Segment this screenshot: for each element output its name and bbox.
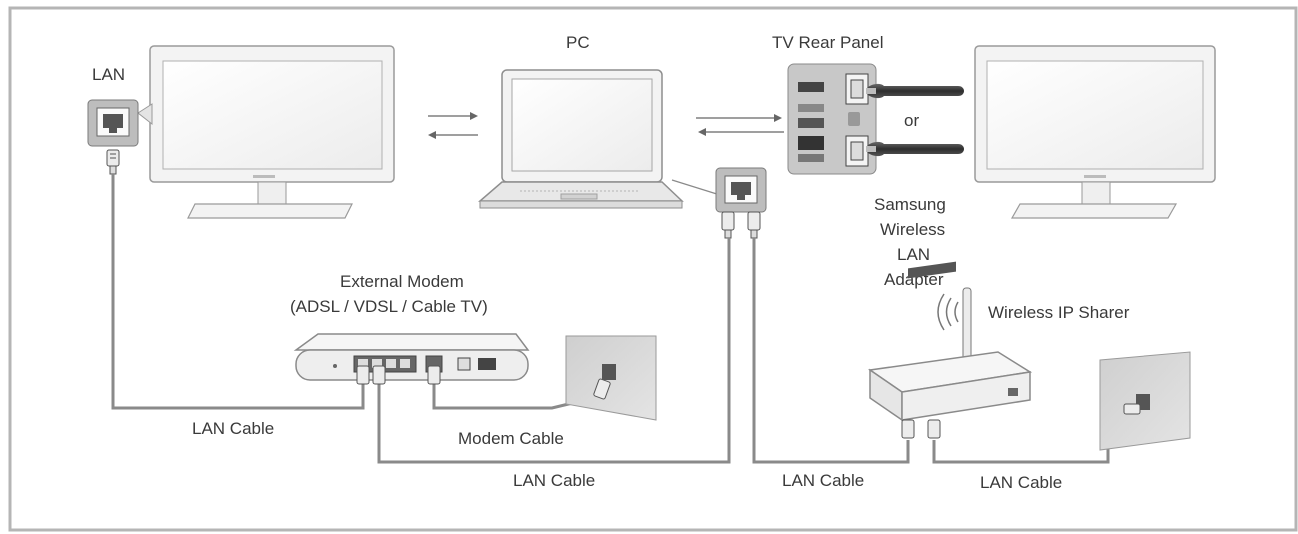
wall-jack-icon [565, 335, 657, 421]
pc-lan-port-icon [715, 167, 767, 213]
usb-dongle-icon [866, 83, 964, 99]
wireless-signal-icon [937, 293, 959, 331]
label-lan-cable-right2: LAN Cable [980, 473, 1062, 492]
router-plugs [901, 419, 941, 439]
cable-modem-pc [377, 238, 731, 464]
modem-plugs [356, 365, 441, 385]
wireless-router-icon [867, 261, 1033, 422]
label-modem-line1: External Modem [340, 272, 464, 291]
cable-router-wall [932, 404, 1125, 464]
lan-plug-icon [106, 149, 120, 175]
label-modem-cable: Modem Cable [458, 429, 564, 448]
wall-jack-icon-2 [1099, 351, 1191, 451]
label-lan-cable-center: LAN Cable [513, 471, 595, 490]
label-lan-cable-left: LAN Cable [192, 419, 274, 438]
arrows-tv-pc [428, 112, 478, 139]
tv-left: LAN [87, 45, 395, 219]
label-wireless-ip-sharer: Wireless IP Sharer [988, 303, 1130, 322]
label-tv-rear-panel: TV Rear Panel [772, 33, 884, 52]
modem-icon [293, 333, 530, 381]
label-pc: PC [566, 33, 590, 52]
label-lan-cable-right1: LAN Cable [782, 471, 864, 490]
label-lan: LAN [92, 65, 125, 84]
cable-tv-modem [111, 174, 365, 410]
lan-port-icon [87, 99, 139, 147]
pc-callout-line [671, 179, 721, 196]
label-adapter-line2: Wireless [880, 220, 945, 239]
tv-right [974, 45, 1216, 219]
label-modem-line2: (ADSL / VDSL / Cable TV) [290, 297, 488, 316]
tv-icon [974, 45, 1216, 219]
label-adapter-line1: Samsung [874, 195, 946, 214]
lan-port-callout [137, 103, 153, 126]
laptop-icon [477, 69, 684, 209]
tv-icon [149, 45, 395, 219]
diagram-frame [8, 6, 1298, 532]
arrows-pc-tv [696, 114, 784, 136]
cable-pc-router [752, 238, 910, 464]
pc-lan-plugs [721, 211, 761, 239]
label-adapter-line3: LAN [897, 245, 930, 264]
usb-dongle-icon-2 [866, 141, 964, 157]
usb-panel-icon [787, 63, 877, 175]
label-or: or [904, 111, 919, 130]
